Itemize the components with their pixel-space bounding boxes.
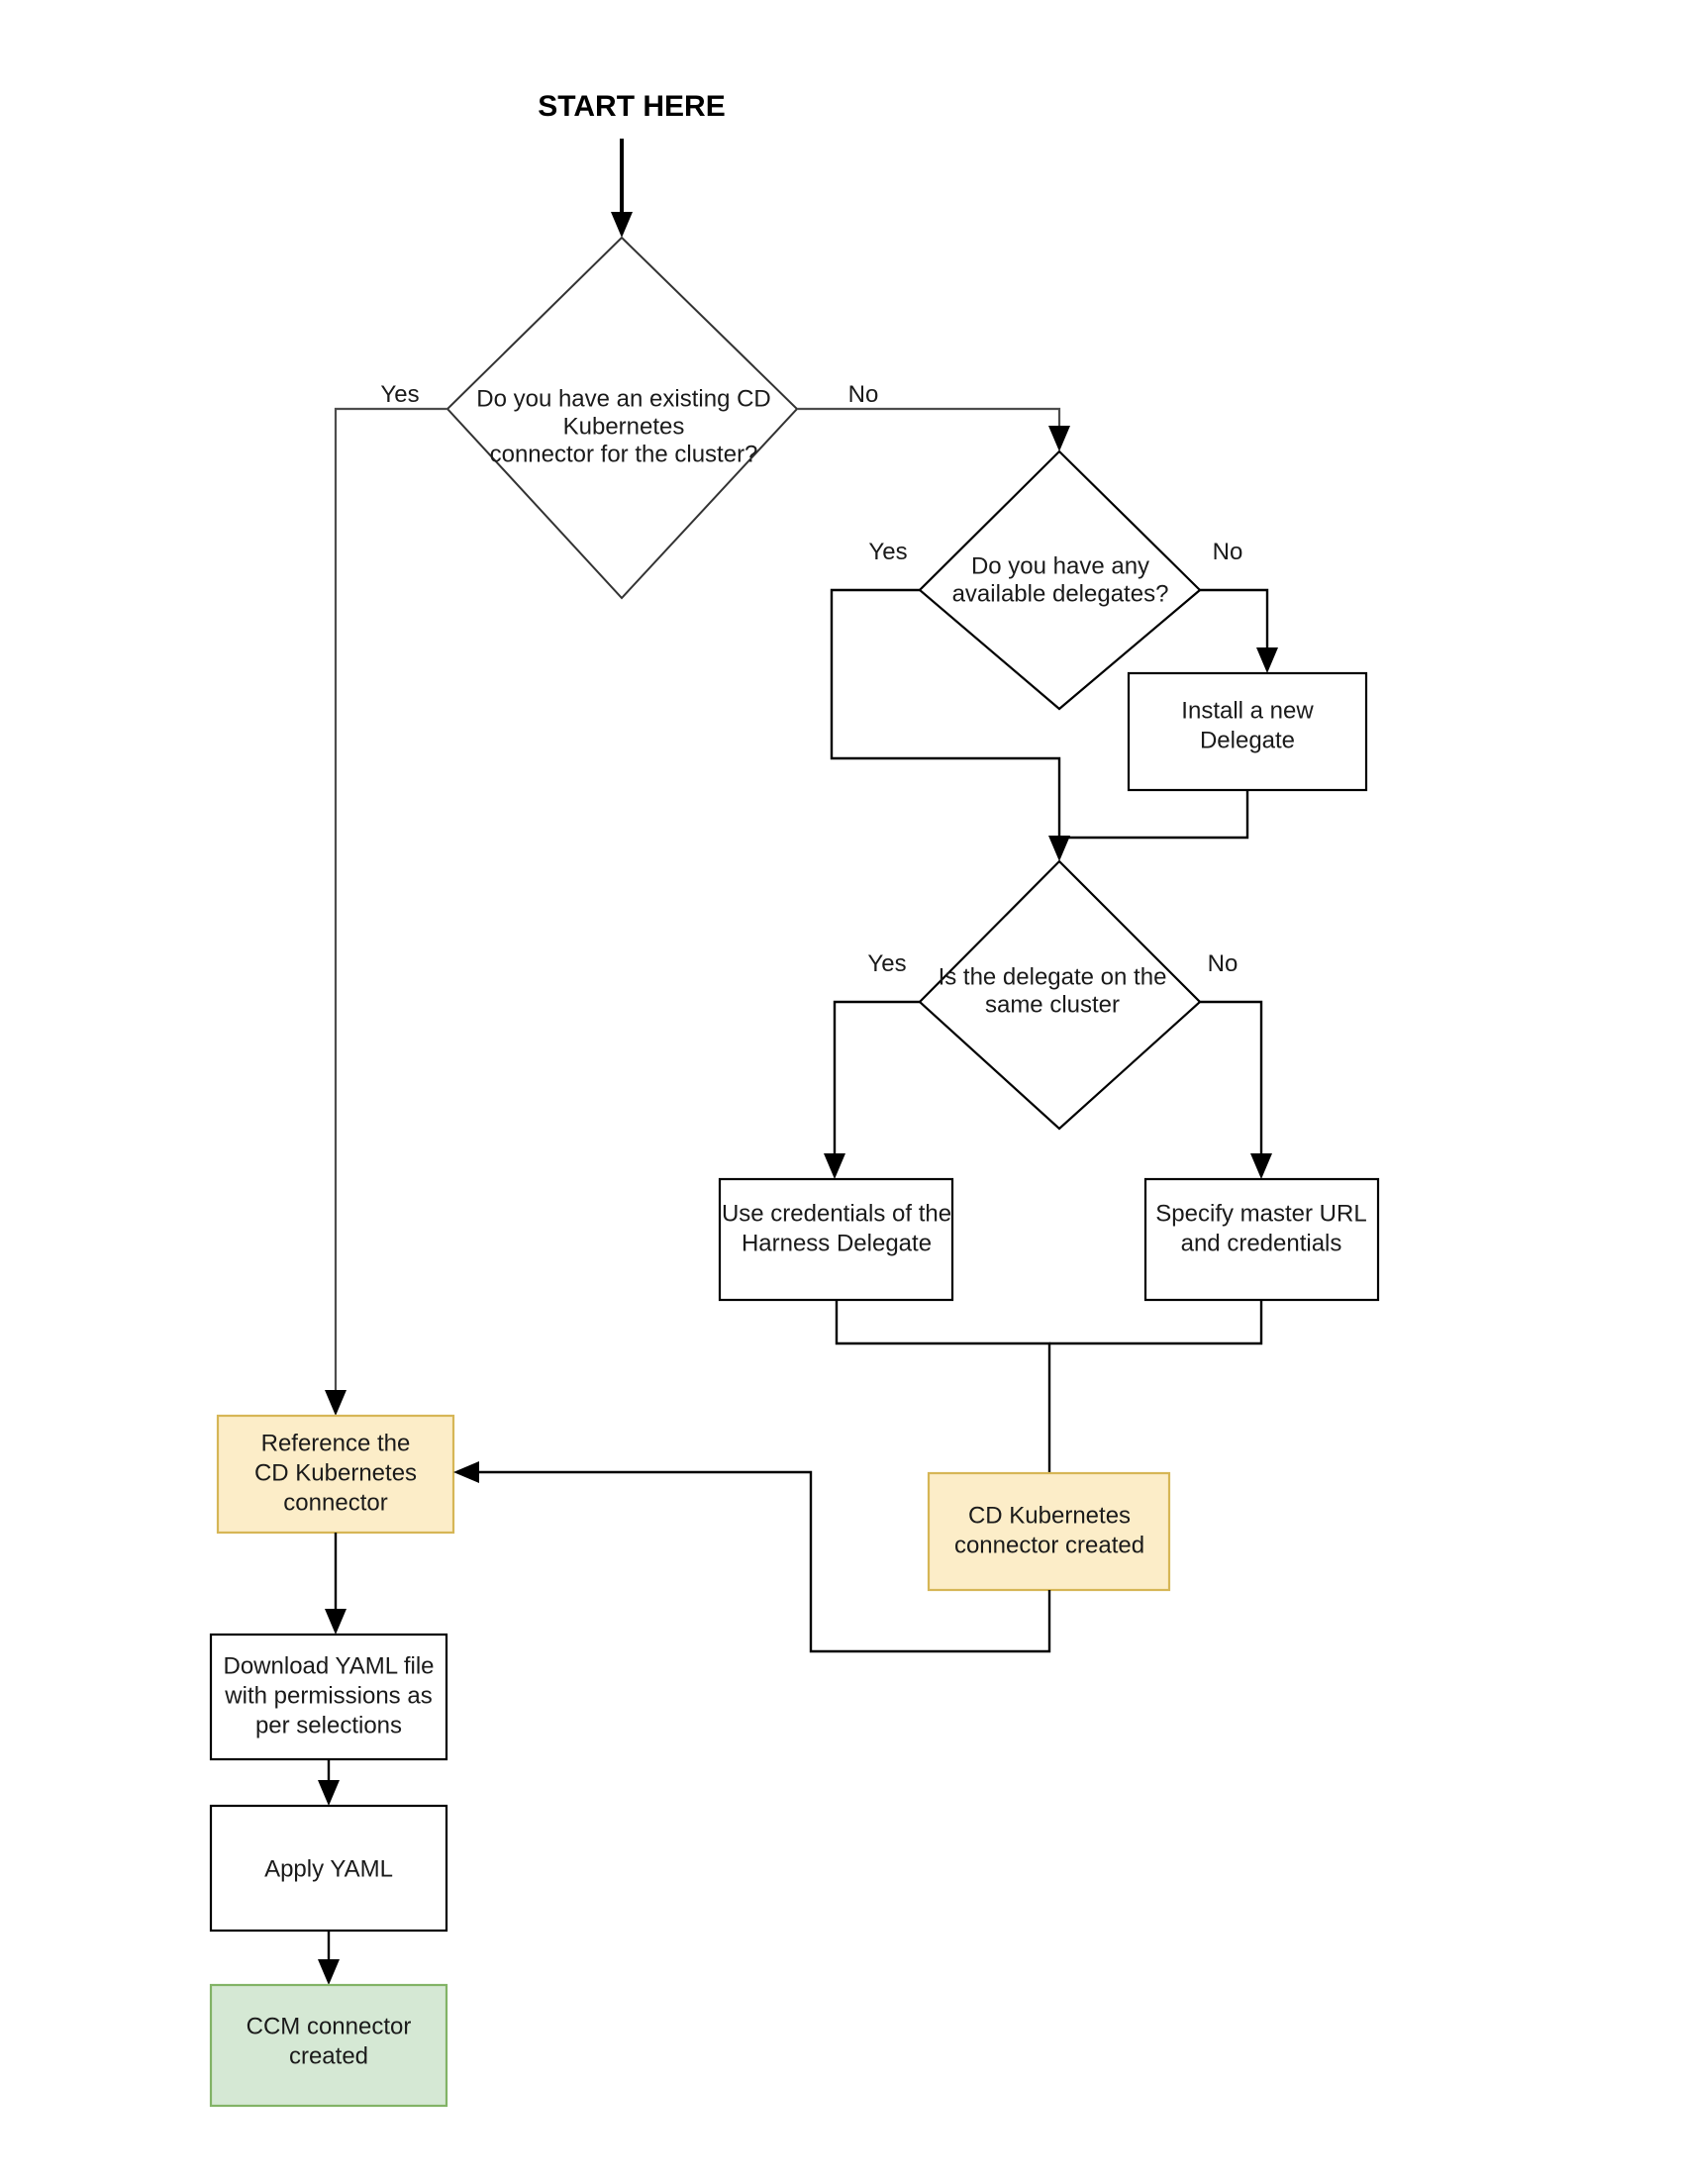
process-specify-master-url[interactable]: Specify master URL and credentials [1143,1177,1380,1302]
edge-reference-to-download-yaml [325,1533,347,1635]
process-download-yaml-line-3: per selections [255,1712,402,1738]
edge-label-d2-no: No [1213,539,1243,565]
decision-available-delegates-line-2: available delegates? [952,580,1169,607]
terminator-reference-cd-connector[interactable]: Reference the CD Kubernetes connector [216,1414,455,1535]
terminator-reference-cd-connector-line-1: Reference the [261,1430,411,1456]
edge-d2-yes-to-d3 [830,588,1070,861]
edge-label-d1-no: No [848,381,879,408]
edge-label-d3-yes: Yes [867,950,906,977]
process-download-yaml-line-2: with permissions as [224,1682,432,1709]
decision-existing-cd-connector-line-2: Kubernetes [563,413,685,440]
terminator-cd-connector-created[interactable]: CD Kubernetes connector created [927,1471,1171,1592]
decision-existing-cd-connector-line-3: connector for the cluster? [490,441,758,467]
edge-download-yaml-to-apply-yaml [318,1759,340,1806]
terminator-cd-connector-created-line-2: connector created [954,1532,1144,1558]
process-use-harness-delegate-credentials-line-1: Use credentials of the [722,1200,951,1227]
decision-delegate-same-cluster[interactable]: Is the delegate on the same cluster [918,859,1202,1131]
edge-d2-no-to-install-delegate [1200,588,1278,673]
process-install-new-delegate-line-1: Install a new [1181,697,1314,724]
process-install-new-delegate-line-2: Delegate [1200,727,1295,753]
decision-available-delegates[interactable]: Do you have any available delegates? [918,449,1202,711]
process-specify-master-url-line-2: and credentials [1181,1230,1342,1256]
process-apply-yaml-line-1: Apply YAML [264,1855,393,1882]
edge-cd-connector-created-to-reference [453,1461,1051,1653]
process-download-yaml-line-1: Download YAML file [224,1652,435,1679]
decision-existing-cd-connector[interactable]: Do you have an existing CD Kubernetes co… [446,236,799,600]
terminator-ccm-connector-created-line-2: created [289,2042,368,2069]
edge-label-d1-yes: Yes [380,381,419,408]
edge-d3-yes-to-use-credentials [824,1000,920,1179]
terminator-reference-cd-connector-line-2: CD Kubernetes [254,1459,417,1486]
edge-label-d2-yes: Yes [868,539,907,565]
decision-delegate-same-cluster-line-2: same cluster [985,991,1120,1018]
start-here-label: START HERE [538,90,725,123]
edge-label-d3-no: No [1208,950,1239,977]
process-specify-master-url-line-1: Specify master URL [1155,1200,1366,1227]
edge-d1-yes-to-reference [325,407,447,1416]
process-download-yaml[interactable]: Download YAML file with permissions as p… [209,1633,448,1761]
terminator-ccm-connector-created-line-1: CCM connector [247,2013,412,2039]
process-use-harness-delegate-credentials[interactable]: Use credentials of the Harness Delegate [718,1177,954,1302]
edge-d1-no-to-d2 [797,407,1070,451]
decision-existing-cd-connector-line-1: Do you have an existing CD [476,385,771,412]
process-use-harness-delegate-credentials-line-2: Harness Delegate [742,1230,932,1256]
edge-start-to-d1 [611,139,633,238]
process-apply-yaml[interactable]: Apply YAML [209,1804,448,1933]
edge-apply-yaml-to-ccm-created [318,1931,340,1985]
decision-available-delegates-line-1: Do you have any [971,552,1149,579]
process-install-new-delegate[interactable]: Install a new Delegate [1127,671,1368,792]
edge-merge-to-cd-connector-created [835,1300,1263,1473]
decision-delegate-same-cluster-line-1: Is the delegate on the [939,963,1167,990]
edge-d3-no-to-specify-master-url [1200,1000,1272,1179]
terminator-cd-connector-created-line-1: CD Kubernetes [968,1502,1131,1529]
terminator-ccm-connector-created[interactable]: CCM connector created [209,1983,448,2108]
terminator-reference-cd-connector-line-3: connector [283,1489,387,1516]
edge-install-delegate-to-d3 [1059,790,1249,840]
